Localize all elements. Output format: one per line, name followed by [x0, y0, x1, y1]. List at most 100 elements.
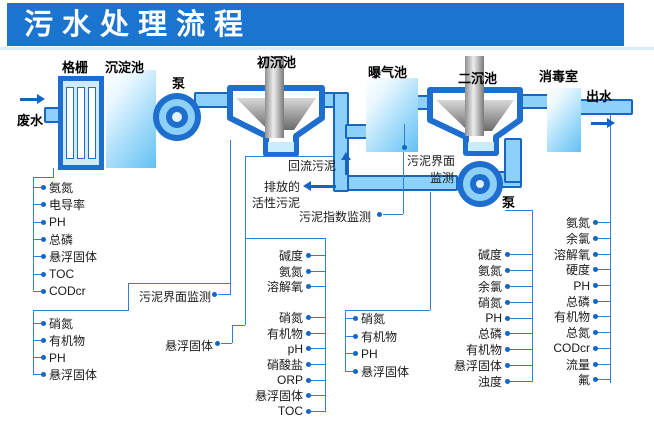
connector-line: [245, 156, 246, 325]
param-item: 有机物: [520, 309, 610, 325]
param-item: 有机物: [33, 332, 100, 349]
connector-line: [510, 301, 532, 303]
pump-1: [153, 93, 201, 141]
param-item: 碱度: [240, 248, 325, 264]
connector-line: [510, 380, 532, 382]
secondary-clarifier-shaft: [465, 56, 484, 136]
connector-line: [403, 152, 404, 214]
param-item: PH: [445, 310, 532, 326]
param-item: 总磷: [520, 293, 610, 309]
param-item: 流量: [520, 356, 610, 372]
return-sludge-arrow-head: [341, 152, 351, 160]
param-list-primary-top: 碱度氨氮溶解氧: [240, 248, 325, 295]
connector-dot: [505, 268, 510, 274]
pump-core: [476, 180, 484, 188]
param-item: 硝酸盐: [240, 357, 325, 373]
connector-line: [33, 310, 34, 375]
connector-line: [33, 310, 128, 311]
label-pump-2: 泵: [502, 195, 516, 210]
connector-dot: [41, 237, 46, 243]
pump-core: [172, 112, 182, 122]
param-item: 总氮: [520, 325, 610, 341]
connector-dot: [41, 219, 46, 225]
connector-line: [510, 349, 532, 351]
param-label: 悬浮固体: [254, 389, 303, 404]
param-label: CODcr: [49, 284, 86, 299]
connector-dot: [41, 321, 46, 326]
param-label: 浊度: [477, 374, 502, 389]
connector-dot: [353, 368, 358, 374]
connector-dot: [353, 351, 358, 357]
connector-dot: [41, 271, 46, 277]
param-item: 余氯: [520, 231, 610, 247]
connector-dot: [306, 268, 311, 274]
param-item: pH: [240, 341, 325, 357]
connector-line: [345, 335, 353, 337]
connector-dot: [377, 212, 382, 217]
bar-screen: [58, 76, 104, 170]
connector-dot: [593, 377, 598, 383]
param-label: PH: [573, 278, 590, 293]
param-label: 总磷: [49, 233, 74, 248]
label-suspended-solids: 悬浮固体: [165, 339, 214, 353]
connector-dot: [593, 283, 598, 289]
connector-line: [33, 256, 41, 258]
param-item: 氨氮: [33, 179, 100, 196]
connector-line: [33, 290, 41, 292]
connector-line: [245, 156, 333, 157]
param-label: 溶解氧: [266, 280, 303, 295]
connector-line: [610, 115, 611, 383]
connector-line: [33, 374, 41, 375]
label-discharged-2: 活性污泥: [251, 196, 300, 210]
connector-line: [33, 177, 34, 290]
connector-dot: [41, 372, 46, 377]
connector-dot: [593, 361, 598, 367]
param-label: 硝氮: [49, 317, 74, 331]
connector-dot: [505, 299, 510, 305]
connector-dot: [593, 220, 598, 226]
param-label: 悬浮固体: [453, 358, 502, 373]
discharge-arrow: [310, 185, 336, 188]
discharge-arrow-head: [303, 181, 311, 191]
param-label: 有机物: [465, 343, 502, 358]
connector-dot: [402, 145, 407, 150]
connector-dot: [306, 346, 311, 352]
connector-dot: [593, 330, 598, 336]
connector-dot: [41, 254, 46, 260]
param-item: 硬度: [520, 262, 610, 278]
param-label: TOC: [277, 404, 303, 419]
connector-line: [33, 221, 41, 223]
param-item: TOC: [33, 265, 100, 282]
param-label: 硝氮: [361, 312, 386, 327]
param-label: 溶解氧: [553, 247, 590, 262]
param-label: PH: [49, 215, 66, 230]
param-label: 余氯: [565, 232, 590, 247]
param-label: 总磷: [565, 294, 590, 309]
connector-line: [33, 357, 41, 358]
param-item: 硝氮: [345, 310, 412, 328]
connector-dot: [505, 331, 510, 337]
param-label: TOC: [49, 267, 75, 282]
connector-line: [598, 379, 610, 381]
param-item: 有机物: [345, 328, 412, 346]
connector-line: [311, 317, 325, 319]
connector-dot: [593, 345, 598, 351]
connector-dot: [306, 284, 311, 290]
param-label: 悬浮固体: [361, 364, 410, 379]
connector-line: [232, 325, 233, 343]
param-item: 电导率: [33, 196, 100, 213]
label-bar-screen: 格栅: [62, 60, 89, 75]
connector-dot: [505, 283, 510, 289]
param-label: ORP: [276, 373, 303, 388]
label-aeration-tank: 曝气池: [368, 65, 408, 80]
connector-dot: [505, 362, 510, 368]
param-label: 氨氮: [278, 264, 303, 279]
connector-line: [128, 283, 129, 311]
param-item: 悬浮固体: [445, 358, 532, 374]
param-item: 氨氮: [240, 264, 325, 280]
label-discharged-1: 排放的: [263, 180, 300, 194]
param-item: 总磷: [33, 231, 100, 248]
param-item: TOC: [240, 404, 325, 420]
